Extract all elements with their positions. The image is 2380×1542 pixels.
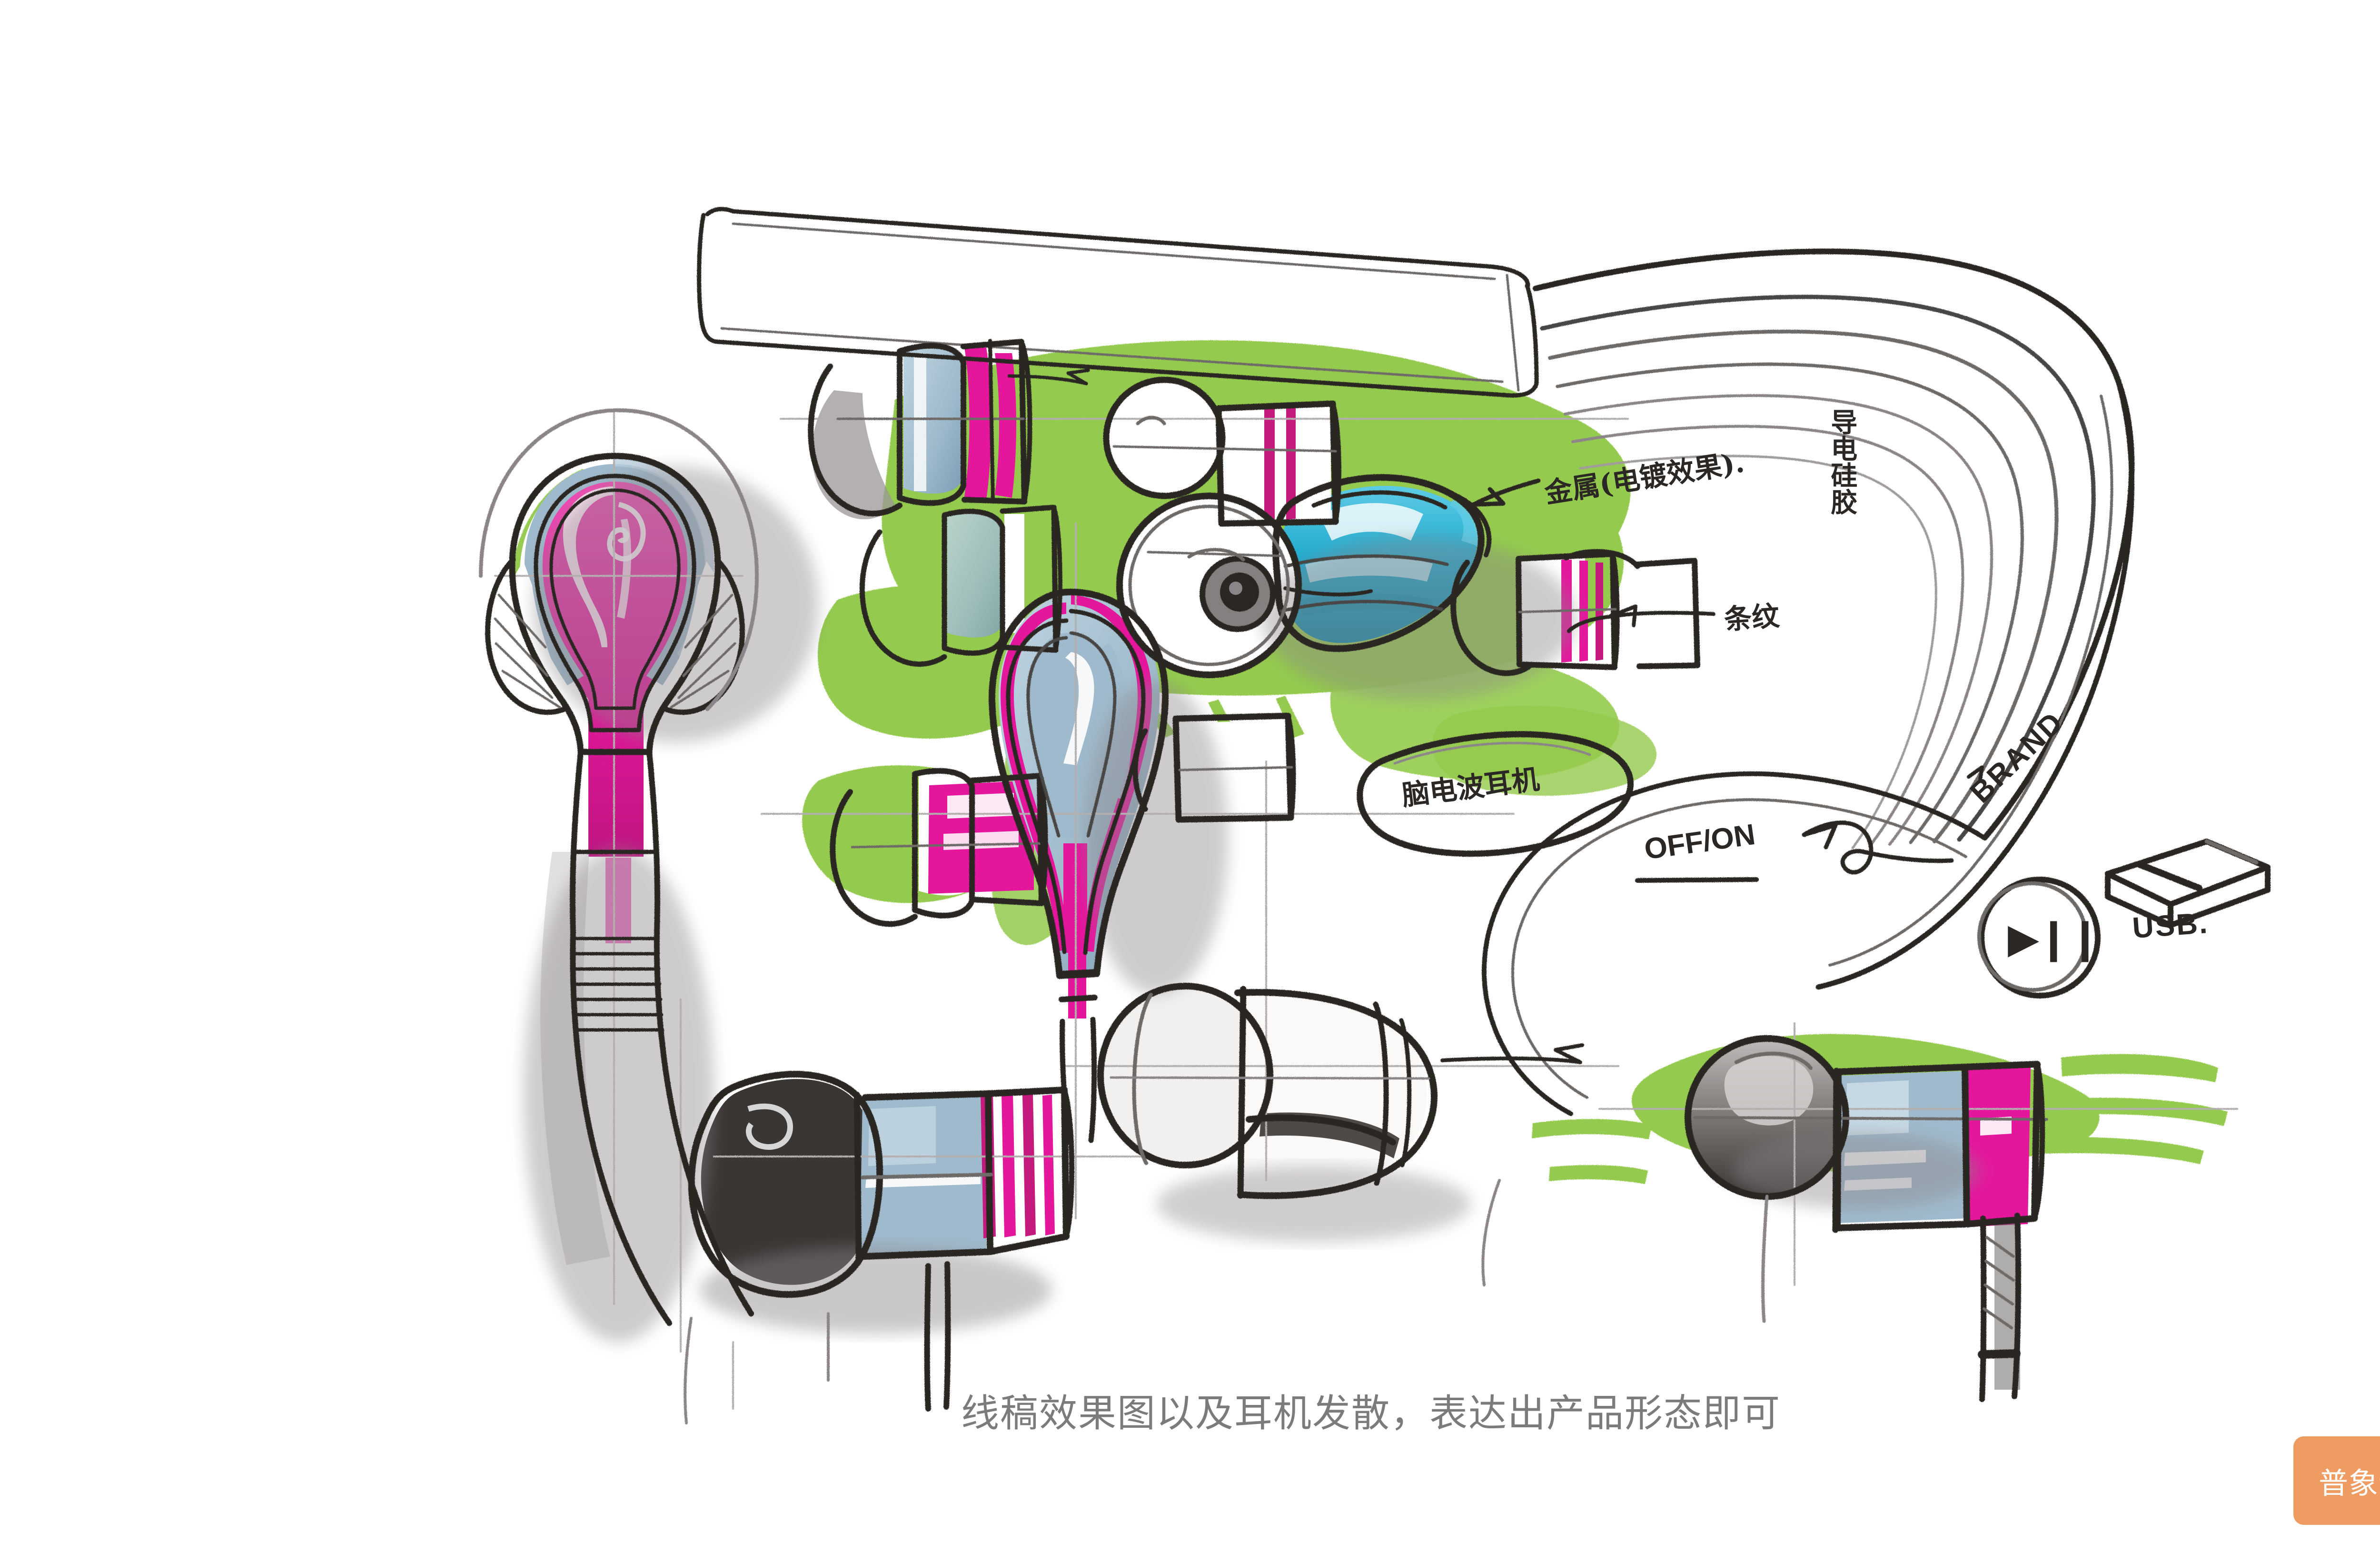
annotation-usb-port: USB. — [2131, 906, 2210, 945]
play-pause-icon: ▶❙❙ — [2008, 915, 2102, 962]
usb-port-block — [2105, 839, 2271, 928]
play-pause-control — [1977, 877, 2101, 998]
earbud-bullet-color — [1102, 988, 1471, 1242]
earbud-lower-left-color — [919, 772, 1034, 896]
headband-flat-band — [697, 207, 1539, 398]
earbud-dark-tip-color — [700, 1079, 1055, 1334]
annotation-stripes: 条纹 — [1723, 599, 1781, 636]
earbud-dark-tip — [688, 1071, 1075, 1412]
page-caption: 线稿效果图以及耳机发散，表达出产品形态即可 — [961, 1392, 1781, 1434]
watermark-label: 普象设计学院——马赛Mars — [2319, 1467, 2380, 1500]
misc-marks — [684, 1179, 1501, 1424]
earbud-right-of-cyan — [1450, 551, 1620, 676]
leader-lines — [1007, 368, 1984, 1064]
earbud-lower-left-magenta — [830, 768, 1048, 927]
earbud-mid-left — [859, 504, 1062, 667]
earbud-mid-left-color — [947, 512, 1024, 638]
earbud-teardrop-striped — [988, 588, 1169, 1145]
earbud-driver-color — [1107, 381, 1331, 819]
earbud-bullet-greyscale — [1097, 983, 1438, 1199]
annotation-conductive-silicone: 导电硅胶 — [1826, 408, 1858, 515]
earbud-top-left-color — [812, 347, 1016, 520]
callout-oval — [1357, 731, 1634, 857]
watermark-badge: 普象设计学院——马赛Mars — [2293, 1436, 2380, 1525]
earbud-cyan-barrel — [1272, 474, 1492, 652]
neckband-layered-curves — [1481, 248, 2135, 1116]
earbud-hero-teardrop — [479, 408, 759, 1326]
earbud-right-green-bg — [1685, 1035, 2048, 1402]
earbud-top-left-magenta — [808, 339, 1032, 516]
